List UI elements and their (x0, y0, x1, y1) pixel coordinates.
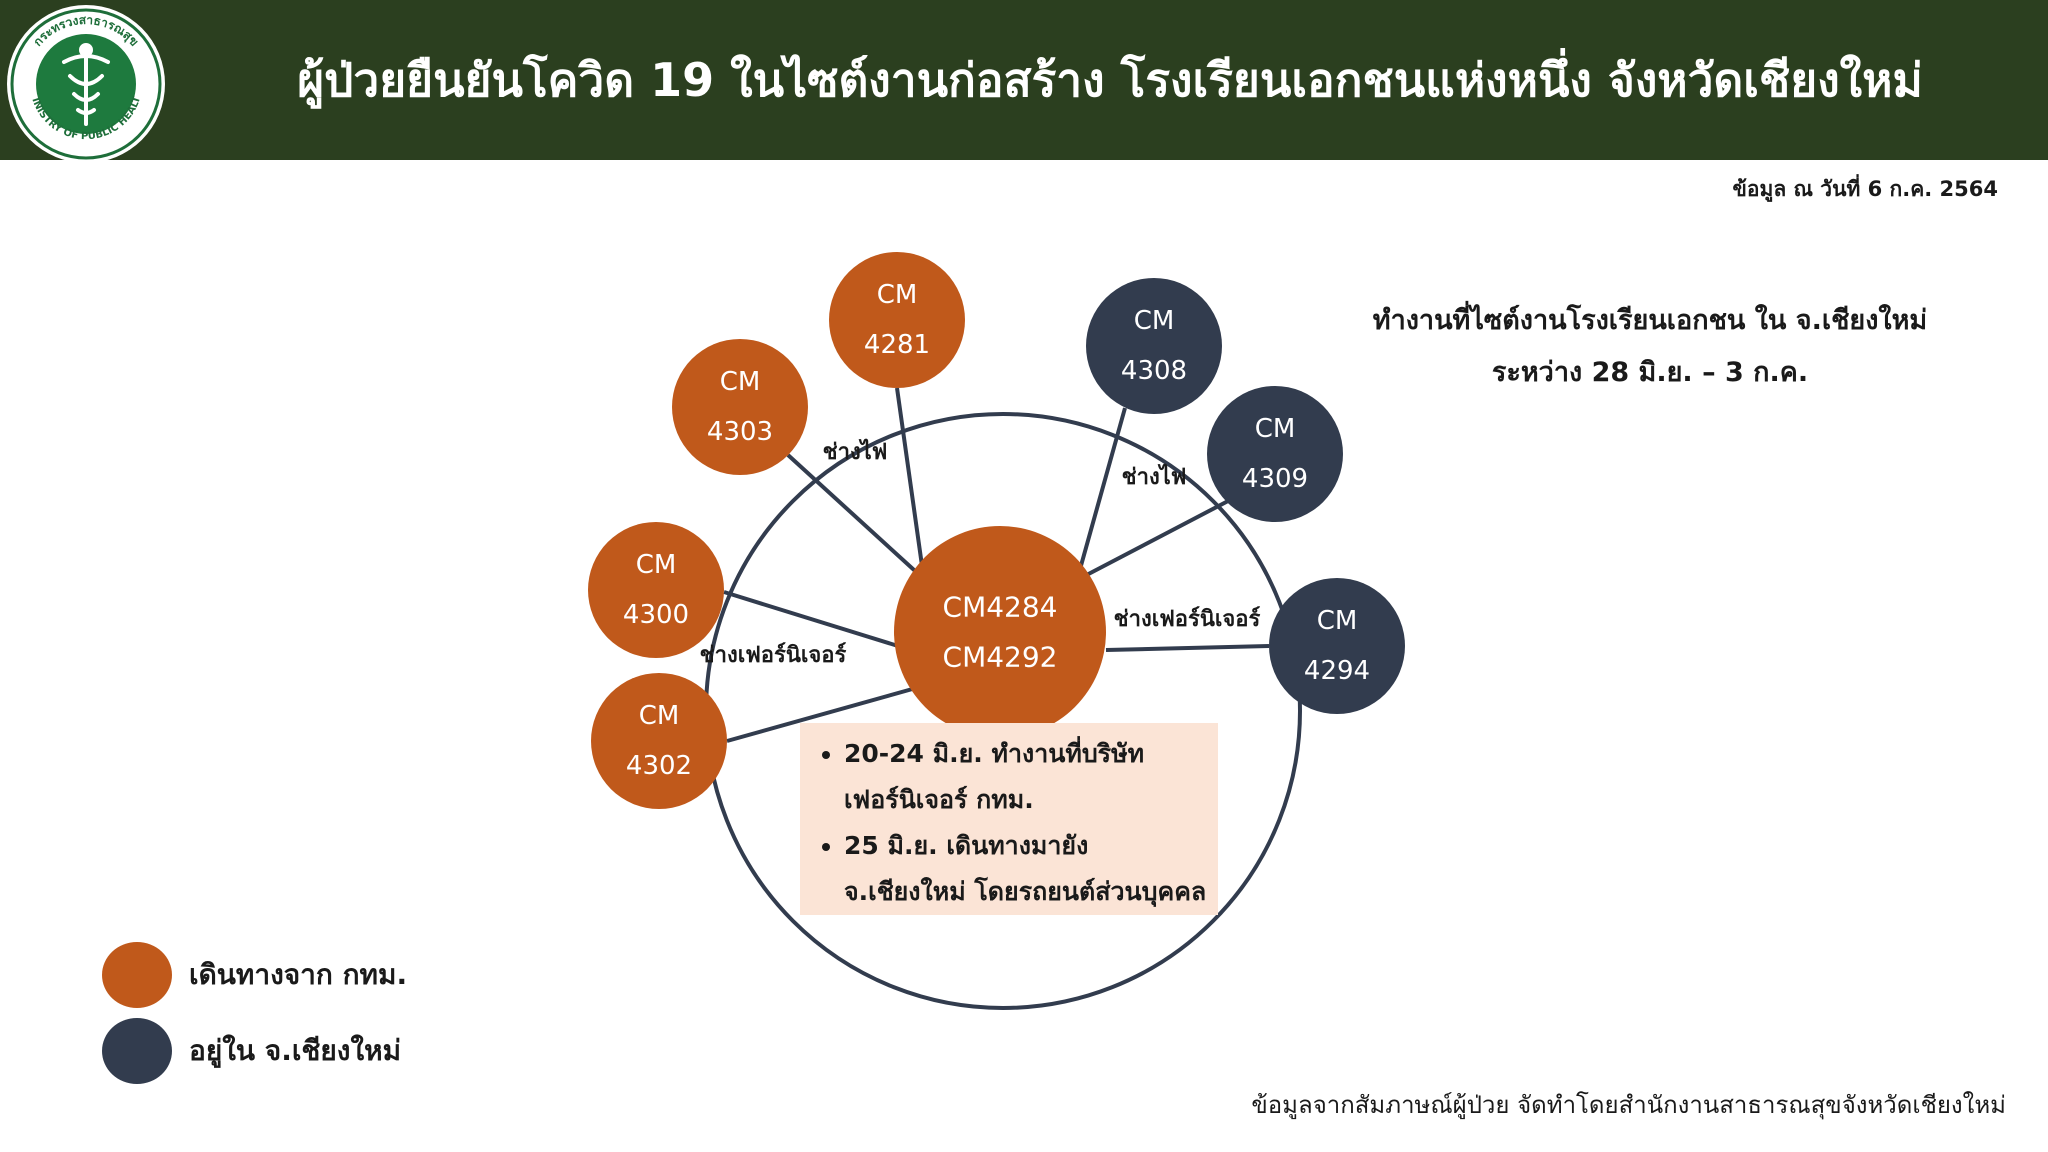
legend-swatch-bangkok (102, 942, 172, 1008)
legend-swatch-chiangmai (102, 1018, 172, 1084)
data-date-note: ข้อมูล ณ วันที่ 6 ก.ค. 2564 (1732, 177, 1998, 201)
case-node-label-4294-1: 4294 (1304, 656, 1370, 686)
header-bar: กระทรวงสาธารณสุข MINISTRY OF PUBLIC HEAL… (0, 0, 2048, 163)
case-node-label-4303-0: CM (720, 367, 761, 397)
edge-center-4281 (895, 387, 926, 581)
travel-item-2: 25 มิ.ย. เดินทางมายัง จ.เชียงใหม่ โดยรถย… (844, 823, 1208, 915)
case-node-4309: CM 4309 (1207, 386, 1343, 522)
case-node-label-4300-1: 4300 (623, 600, 689, 630)
edge-center-4308 (1075, 407, 1127, 581)
case-node-label-4300-0: CM (636, 550, 677, 580)
case-node-4281: CM 4281 (829, 252, 965, 388)
legend-item-bangkok: เดินทางจาก กทม. (102, 940, 407, 1010)
edge-center-4302 (726, 686, 917, 743)
page-title: ผู้ป่วยยืนยันโควิด 19 ในไซต์งานก่อสร้าง … (297, 52, 1923, 107)
travel-item-1: 20-24 มิ.ย. ทำงานที่บริษัท เฟอร์นิเจอร์ … (844, 731, 1208, 823)
context-line-1: ทำงานที่ไซต์งานโรงเรียนเอกชน ใน จ.เชียงใ… (1372, 305, 1928, 336)
legend-label-bangkok: เดินทางจาก กทม. (189, 958, 408, 991)
edge-center-4303 (786, 453, 927, 582)
legend: เดินทางจาก กทม. อยู่ใน จ.เชียงใหม่ (102, 940, 407, 1092)
case-node-label-4294-0: CM (1317, 606, 1358, 636)
case-node-4294: CM 4294 (1269, 578, 1405, 714)
travel-history-box: 20-24 มิ.ย. ทำงานที่บริษัท เฟอร์นิเจอร์ … (800, 723, 1218, 915)
case-node-4308: CM 4308 (1086, 278, 1222, 414)
context-line-2: ระหว่าง 28 มิ.ย. – 3 ก.ค. (1491, 357, 1809, 388)
case-node-4300: CM 4300 (588, 522, 724, 658)
case-node-label-4281-1: 4281 (864, 330, 930, 360)
case-node-circle-4281 (829, 252, 965, 388)
edge-label-furniture-right: ช่างเฟอร์นิเจอร์ (1114, 606, 1261, 632)
case-node-label-4309-0: CM (1255, 414, 1296, 444)
case-node-label-4309-1: 4309 (1242, 464, 1308, 494)
case-node-circle-4309 (1207, 386, 1343, 522)
ministry-logo: กระทรวงสาธารณสุข MINISTRY OF PUBLIC HEAL… (4, 2, 165, 163)
context-note: ทำงานที่ไซต์งานโรงเรียนเอกชน ใน จ.เชียงใ… (1330, 295, 1970, 399)
case-node-4302: CM 4302 (591, 673, 727, 809)
case-node-circle-4308 (1086, 278, 1222, 414)
edge-label-furniture-left: ช่างเฟอร์นิเจอร์ (700, 642, 847, 668)
case-node-label-center-0: CM4284 (943, 591, 1058, 624)
caduceus-icon (62, 43, 110, 126)
edge-center-4309 (1076, 498, 1231, 582)
edge-label-electrician-left: ช่างไฟ (823, 438, 888, 465)
edge-center-4300 (723, 590, 899, 648)
case-node-circle-4303 (672, 339, 808, 475)
edge-label-electrician-right: ช่างไฟ (1122, 463, 1187, 490)
source-note: ข้อมูลจากสัมภาษณ์ผู้ป่วย จัดทำโดยสำนักงา… (1251, 1091, 2006, 1119)
case-node-label-4303-1: 4303 (707, 417, 773, 447)
case-node-label-4308-0: CM (1134, 306, 1175, 336)
case-node-label-4302-0: CM (639, 701, 680, 731)
case-node-4303: CM 4303 (672, 339, 808, 475)
case-node-label-center-1: CM4292 (943, 641, 1058, 674)
case-node-label-4302-1: 4302 (626, 751, 692, 781)
legend-label-chiangmai: อยู่ใน จ.เชียงใหม่ (189, 1034, 402, 1067)
case-node-circle-center (894, 526, 1106, 738)
case-node-label-4308-1: 4308 (1121, 356, 1187, 386)
case-node-circle-4300 (588, 522, 724, 658)
case-node-label-4281-0: CM (877, 280, 918, 310)
legend-item-chiangmai: อยู่ใน จ.เชียงใหม่ (102, 1016, 407, 1086)
case-node-circle-4302 (591, 673, 727, 809)
case-node-circle-4294 (1269, 578, 1405, 714)
edge-center-4294 (1105, 644, 1270, 652)
